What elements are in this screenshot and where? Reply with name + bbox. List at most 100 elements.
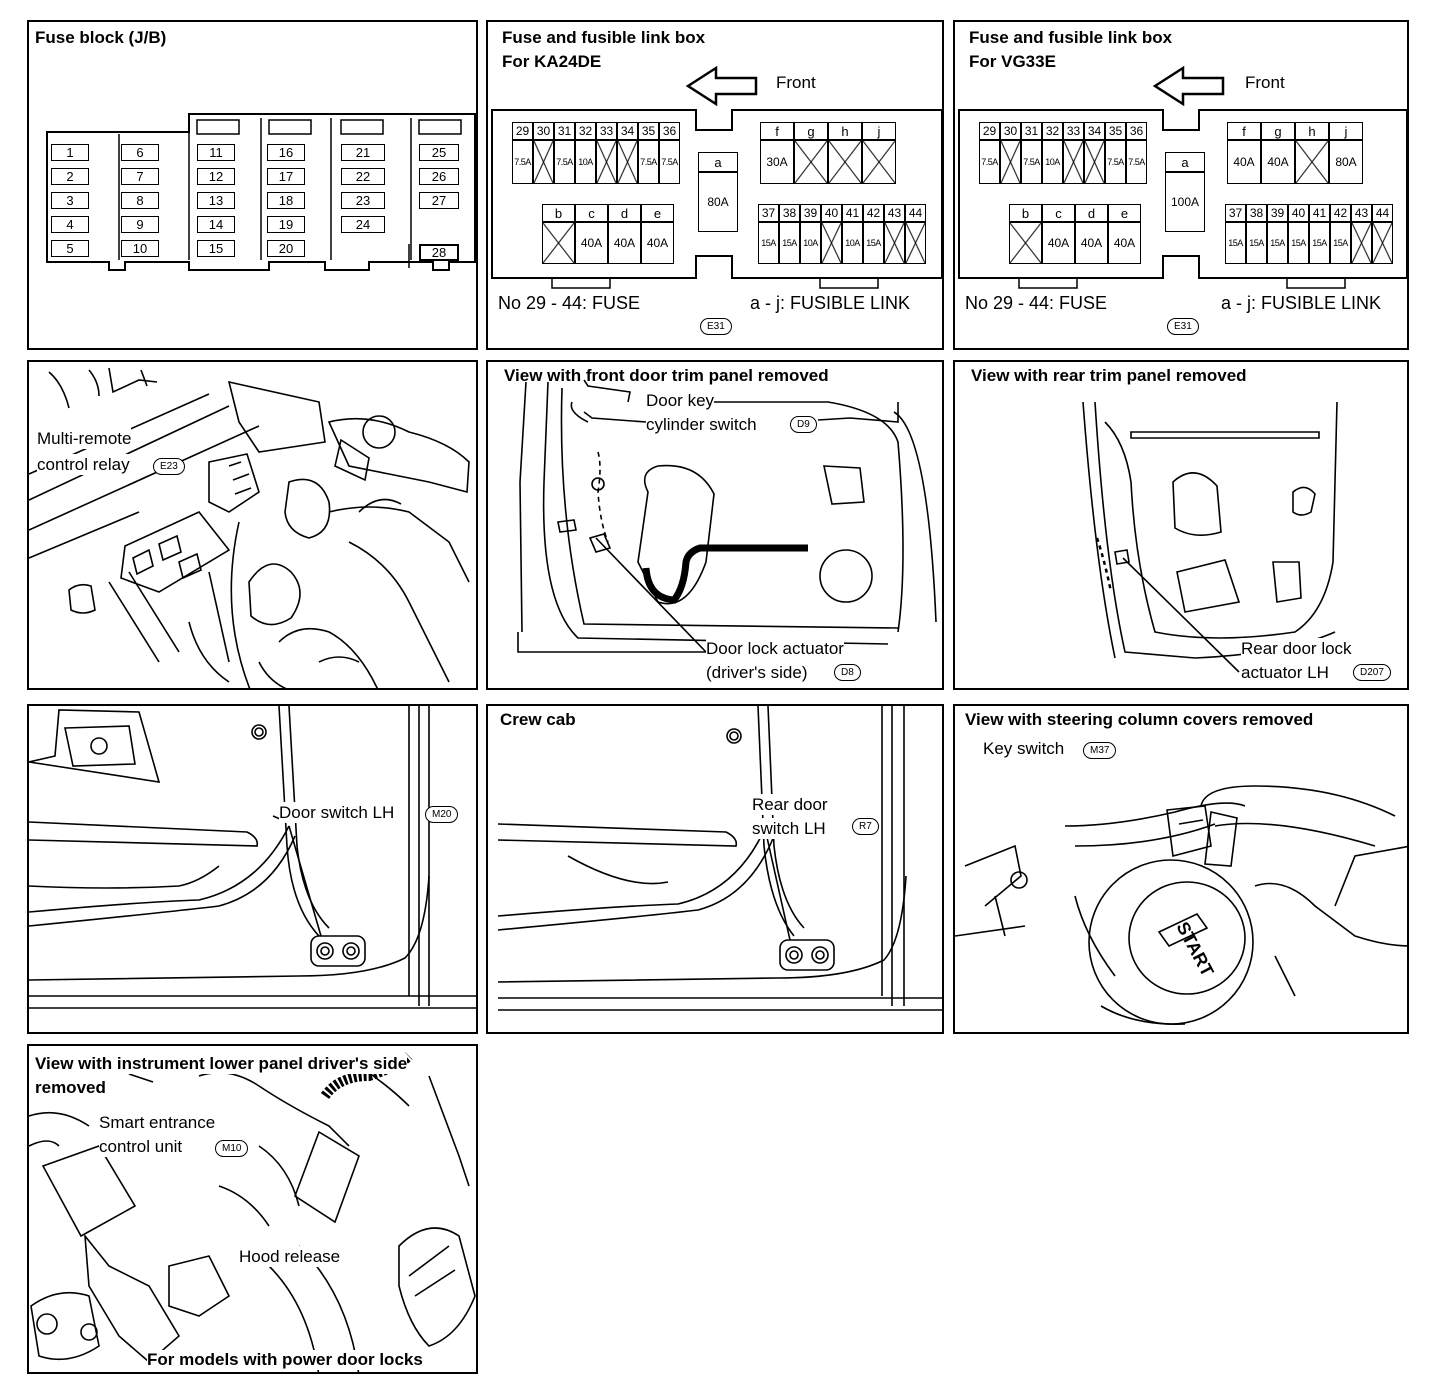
link-label: g xyxy=(1261,122,1295,140)
connector-badge: E31 xyxy=(700,318,732,335)
link-rating: 40A xyxy=(1075,222,1108,264)
fuse-number: 39 xyxy=(800,204,821,222)
link-label: b xyxy=(542,204,575,222)
fuse-number: 30 xyxy=(1000,122,1021,140)
key-switch-drawing xyxy=(955,785,1407,1025)
rear-door-drawing xyxy=(1082,401,1338,673)
rear-trim-panel: View with rear trim panel removed Rear d… xyxy=(953,360,1409,690)
fuse-number: 31 xyxy=(554,122,575,140)
fuse-rating: 15A xyxy=(1225,222,1246,264)
fuse-number: 29 xyxy=(979,122,1000,140)
link-label: g xyxy=(794,122,828,140)
link-label: a xyxy=(698,152,738,172)
fuse-number: 37 xyxy=(1225,204,1246,222)
fuse-21: 21 xyxy=(341,144,385,161)
door-lock-actuator-line2: (driver's side) xyxy=(706,662,808,684)
fuse-number: 36 xyxy=(659,122,680,140)
fuse-number: 32 xyxy=(1042,122,1063,140)
fuse-number: 40 xyxy=(821,204,842,222)
front-arrow-icon xyxy=(958,65,1407,289)
link-label: j xyxy=(862,122,896,140)
link-rating: 40A xyxy=(1108,222,1141,264)
instrument-panel: View with instrument lower panel driver'… xyxy=(27,1044,478,1374)
link-rating xyxy=(828,140,862,184)
fuse-rating: 7.5A xyxy=(512,140,533,184)
fuse-rating xyxy=(884,222,905,264)
fuse-number: 38 xyxy=(779,204,800,222)
door-key-label-line2: cylinder switch xyxy=(646,414,757,436)
fuse-1: 1 xyxy=(51,144,89,161)
fuse-number: 37 xyxy=(758,204,779,222)
door-switch-label: Door switch LH xyxy=(279,802,395,824)
fuse-box-subtitle: For KA24DE xyxy=(502,52,602,71)
fuse-rating: 15A xyxy=(758,222,779,264)
fuse-number: 41 xyxy=(1309,204,1330,222)
door-switch-panel: Door switch LH M20 xyxy=(27,704,478,1034)
fuse-number: 35 xyxy=(1105,122,1126,140)
key-switch-label: Key switch xyxy=(983,738,1065,760)
fuse-19: 19 xyxy=(267,216,305,233)
fuse-number: 44 xyxy=(1372,204,1393,222)
fuse-number: 43 xyxy=(1351,204,1372,222)
fuse-rating: 10A xyxy=(1042,140,1063,184)
fuse-4: 4 xyxy=(51,216,89,233)
link-rating xyxy=(794,140,828,184)
fuse-28: 28 xyxy=(419,244,459,261)
rear-door-switch-line1: Rear door xyxy=(752,794,828,816)
link-rating xyxy=(862,140,896,184)
fuse-rating: 15A xyxy=(1309,222,1330,264)
fuse-rating xyxy=(905,222,926,264)
multi-remote-panel: Multi-remote control relay E23 xyxy=(27,360,478,690)
link-rating: 40A xyxy=(1227,140,1261,184)
instrument-footer: For models with power door locks xyxy=(147,1350,423,1371)
door-key-label-line1: Door key xyxy=(646,390,715,412)
fuse-number: 38 xyxy=(1246,204,1267,222)
multi-remote-label-line1: Multi-remote xyxy=(37,428,132,450)
smart-entrance-label-line1: Smart entrance xyxy=(99,1112,216,1134)
rear-trim-title: View with rear trim panel removed xyxy=(971,366,1247,385)
rear-door-switch-connector: R7 xyxy=(852,818,879,835)
fuse-15: 15 xyxy=(197,240,235,257)
fuse-rating xyxy=(533,140,554,184)
fuse-12: 12 xyxy=(197,168,235,185)
fuse-24: 24 xyxy=(341,216,385,233)
fuse-rating: 15A xyxy=(1330,222,1351,264)
fuse-box-title: Fuse and fusible link box xyxy=(502,28,706,47)
fuse-5: 5 xyxy=(51,240,89,257)
engine-bay-drawing xyxy=(29,367,470,688)
fuse-8: 8 xyxy=(121,192,159,209)
front-door-title: View with front door trim panel removed xyxy=(504,366,829,385)
link-label: f xyxy=(1227,122,1261,140)
legend-fuse: No 29 - 44: FUSE xyxy=(498,293,641,313)
fuse-11: 11 xyxy=(197,144,235,161)
fuse-rating: 7.5A xyxy=(1105,140,1126,184)
link-rating: 80A xyxy=(1329,140,1363,184)
fuse-rating: 7.5A xyxy=(554,140,575,184)
link-label: j xyxy=(1329,122,1363,140)
link-rating xyxy=(542,222,575,264)
fuse-rating: 7.5A xyxy=(979,140,1000,184)
front-door-drawing xyxy=(517,379,937,653)
steering-column-panel: View with steering column covers removed… xyxy=(953,704,1409,1034)
smart-entrance-label-line2: control unit xyxy=(99,1136,183,1158)
fuse-rating xyxy=(596,140,617,184)
key-switch-connector: M37 xyxy=(1083,742,1117,759)
fuse-number: 31 xyxy=(1021,122,1042,140)
legend-link: a - j: FUSIBLE LINK xyxy=(750,293,911,313)
link-rating xyxy=(1009,222,1042,264)
rear-door-lock-line2: actuator LH xyxy=(1241,662,1329,684)
fuse-rating: 10A xyxy=(575,140,596,184)
fuse-rating xyxy=(1063,140,1084,184)
link-label: e xyxy=(641,204,674,222)
multi-remote-label-line2: control relay xyxy=(37,454,130,476)
fuse-20: 20 xyxy=(267,240,305,257)
fuse-rating: 7.5A xyxy=(1021,140,1042,184)
fuse-rating xyxy=(821,222,842,264)
crew-cab-drawing xyxy=(497,706,942,1011)
fuse-box-ka24de-panel: Fuse and fusible link box For KA24DE Fro… xyxy=(486,20,944,350)
fuse-rating: 15A xyxy=(1288,222,1309,264)
front-label: Front xyxy=(776,73,816,92)
fuse-rating: 7.5A xyxy=(659,140,680,184)
connector-badge: E31 xyxy=(1167,318,1199,335)
link-rating xyxy=(1295,140,1329,184)
